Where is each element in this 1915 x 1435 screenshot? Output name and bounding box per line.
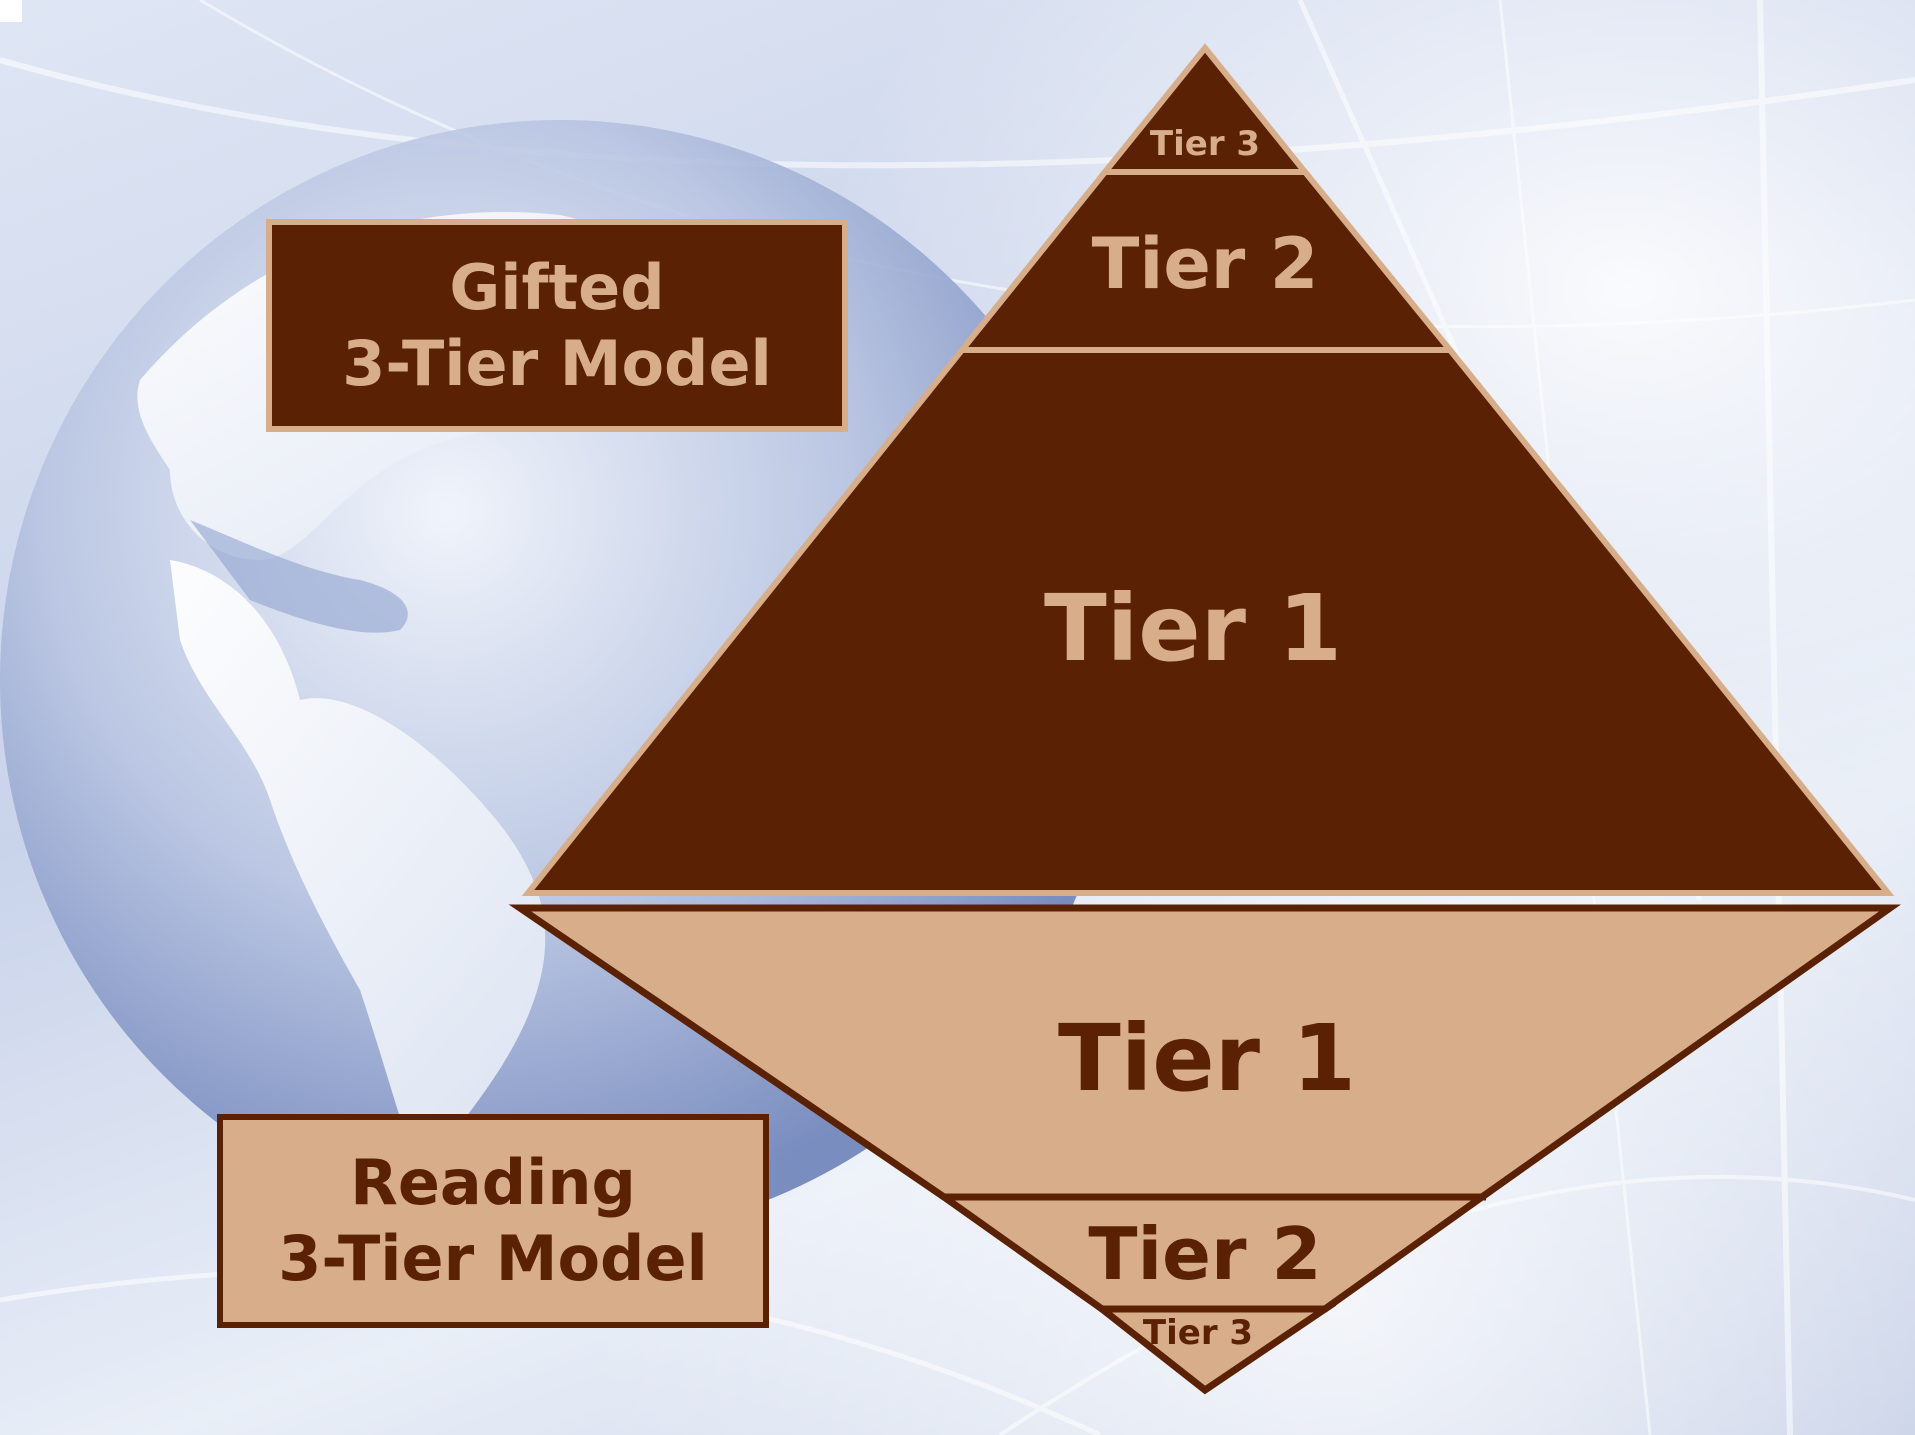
gifted-tier2-label: Tier 2 <box>1092 223 1319 305</box>
gifted-label-line2: 3-Tier Model <box>342 326 772 400</box>
reading-label-line1: Reading <box>350 1146 636 1219</box>
reading-label-line2: 3-Tier Model <box>278 1222 708 1295</box>
gifted-model-label-box: Gifted 3-Tier Model <box>266 219 848 432</box>
reading-model-label-box: Reading 3-Tier Model <box>217 1114 769 1328</box>
gifted-label-line1: Gifted <box>449 250 665 324</box>
reading-tier3-label: Tier 3 <box>1143 1313 1253 1353</box>
reading-tier1-label: Tier 1 <box>1058 1005 1356 1112</box>
corner-mark <box>0 0 22 22</box>
gifted-tier1-segment <box>521 347 1895 896</box>
gifted-tier3-label: Tier 3 <box>1150 124 1260 164</box>
reading-tier2-label: Tier 2 <box>1088 1212 1321 1296</box>
gifted-pyramid: Tier 3 Tier 2 Tier 1 <box>521 43 1895 896</box>
reading-pyramid: Tier 1 Tier 2 Tier 3 <box>508 904 1901 1395</box>
gifted-tier1-label: Tier 1 <box>1044 575 1342 682</box>
